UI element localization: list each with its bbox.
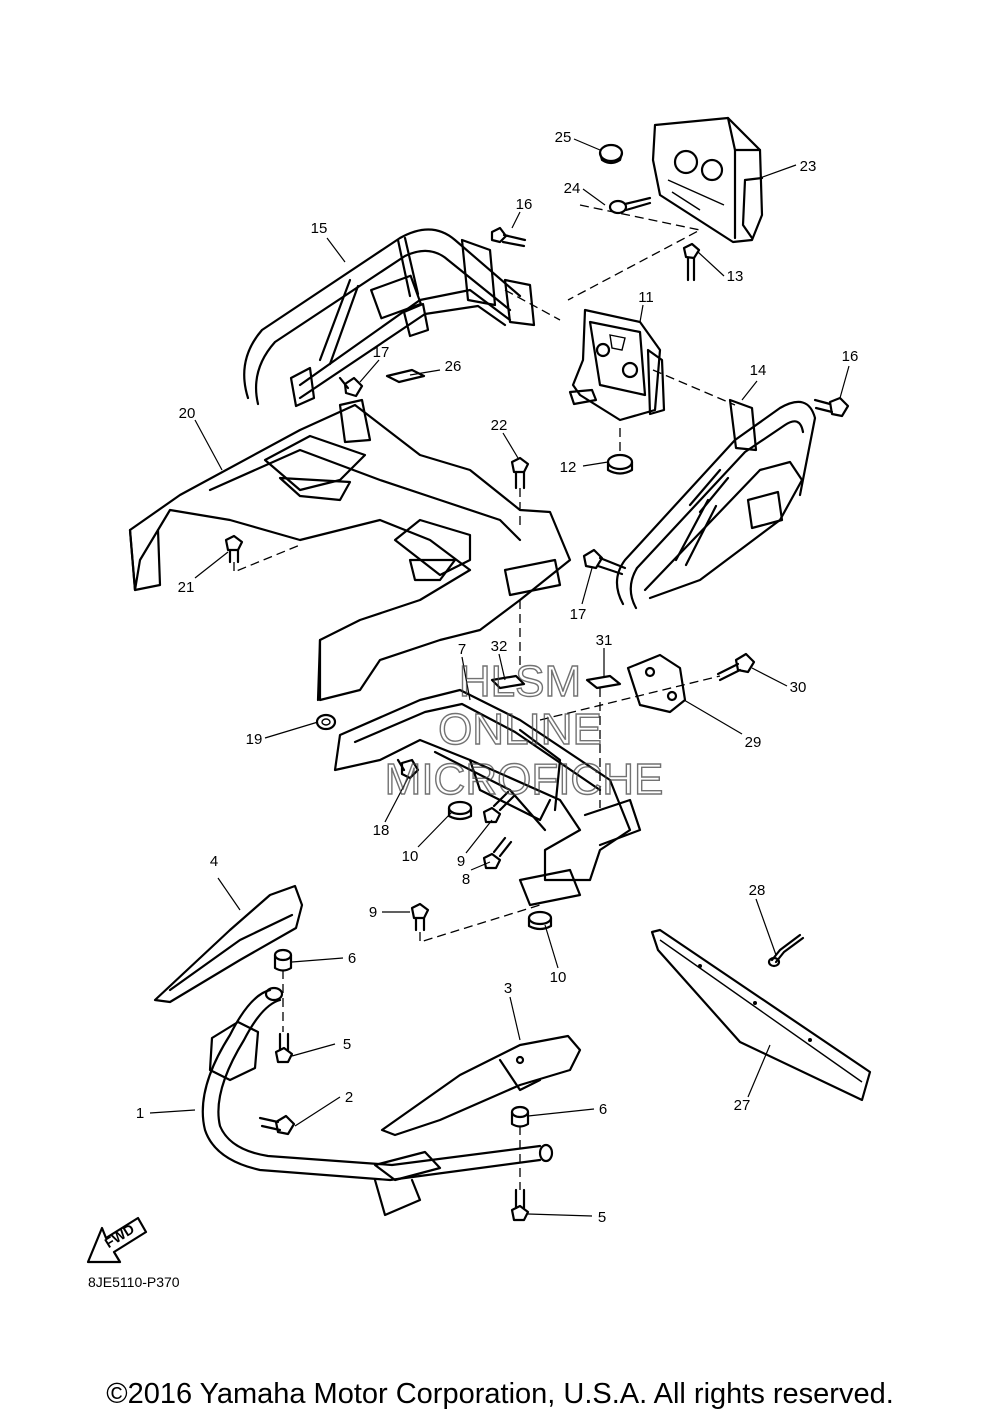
fwd-label: FWD <box>102 1221 138 1251</box>
assembly-lines <box>233 204 736 1190</box>
callout-21: 21 <box>178 579 195 596</box>
callout-23: 23 <box>800 158 817 175</box>
plate-part-27 <box>650 928 872 1102</box>
callout-9-upper: 9 <box>457 853 465 870</box>
label-part-26 <box>385 368 426 384</box>
bolt-part-17-left <box>338 376 364 398</box>
leader-lines <box>149 138 850 1217</box>
rear-cover-part-23 <box>651 116 764 244</box>
callout-10-lower: 10 <box>550 969 567 986</box>
callout-7: 7 <box>458 641 466 658</box>
callout-5-lower: 5 <box>598 1209 606 1226</box>
diagram-code: 8JE5110-P370 <box>88 1274 180 1290</box>
label-part-32 <box>490 674 526 690</box>
collar-part-6-lower <box>510 1105 530 1128</box>
callout-30: 30 <box>790 679 807 696</box>
callout-22: 22 <box>491 417 508 434</box>
watermark-line-2: ONLINE <box>438 705 602 754</box>
callout-32: 32 <box>491 638 508 655</box>
watermark-line-3: MICROFICHE <box>385 755 664 804</box>
callout-5-upper: 5 <box>343 1036 351 1053</box>
callout-1: 1 <box>136 1105 144 1122</box>
bolt-part-9-upper <box>482 790 516 824</box>
bolt-part-18 <box>396 758 420 780</box>
bracket-plate-part-11 <box>568 308 666 422</box>
callout-18: 18 <box>373 822 390 839</box>
callout-3: 3 <box>504 980 512 997</box>
fender-part-20 <box>128 398 572 702</box>
label-part-31 <box>585 674 622 690</box>
callout-31: 31 <box>596 632 613 649</box>
callout-13: 13 <box>727 268 744 285</box>
bracket-part-29 <box>626 653 687 714</box>
callout-9-lower: 9 <box>369 904 377 921</box>
bolt-part-22 <box>510 456 530 490</box>
callout-17-right: 17 <box>570 606 587 623</box>
callout-6-upper: 6 <box>348 950 356 967</box>
callout-17-left: 17 <box>373 344 390 361</box>
watermark: HLSM ONLINE MICROFICHE <box>384 656 664 804</box>
bolt-part-17-right <box>582 548 627 576</box>
callout-16-right: 16 <box>842 348 859 365</box>
callout-8: 8 <box>462 871 470 888</box>
collar-part-10-lower <box>527 910 553 931</box>
callout-16-upper: 16 <box>516 196 533 213</box>
callout-19: 19 <box>246 731 263 748</box>
bolt-part-2 <box>258 1114 296 1136</box>
rear-bar-left-part-15 <box>243 228 536 408</box>
cover-part-3 <box>380 1034 582 1137</box>
watermark-line-1: HLSM <box>459 657 581 706</box>
callout-10-upper: 10 <box>402 848 419 865</box>
callout-20: 20 <box>179 405 196 422</box>
bolt-part-13 <box>682 242 701 282</box>
fwd-arrow-icon: FWD <box>86 1216 148 1264</box>
sub-frame-part-7 <box>333 688 642 907</box>
callout-6-lower: 6 <box>599 1101 607 1118</box>
callout-labels: 1 2 3 4 5 5 6 6 7 8 9 9 10 10 11 12 13 1… <box>136 129 859 1226</box>
callout-24: 24 <box>564 180 581 197</box>
bolt-part-21 <box>224 534 244 564</box>
bolt-part-16-right <box>813 396 850 418</box>
bolt-part-5-upper <box>274 1032 294 1064</box>
collar-part-6-upper <box>273 948 293 972</box>
bolt-part-8 <box>482 836 513 870</box>
bumper-bar-part-1 <box>201 986 554 1217</box>
collar-part-19 <box>315 713 337 731</box>
callout-29: 29 <box>745 734 762 751</box>
callout-28: 28 <box>749 882 766 899</box>
rivet-part-28 <box>767 933 805 968</box>
callout-14: 14 <box>750 362 767 379</box>
bolt-part-16-upper <box>490 226 527 248</box>
bolt-part-9-lower <box>410 902 430 932</box>
bolt-part-30 <box>716 652 756 682</box>
callout-2: 2 <box>345 1089 353 1106</box>
cap-part-25 <box>598 143 624 165</box>
screw-part-24 <box>608 196 652 215</box>
callout-12: 12 <box>560 459 577 476</box>
callout-27: 27 <box>734 1097 751 1114</box>
callout-15: 15 <box>311 220 328 237</box>
collar-part-10-upper <box>447 800 473 821</box>
callout-25: 25 <box>555 129 572 146</box>
callout-4: 4 <box>210 853 218 870</box>
copyright-notice: ©2016 Yamaha Motor Corporation, U.S.A. A… <box>106 1378 894 1410</box>
cover-part-4 <box>153 884 304 1004</box>
callout-11: 11 <box>638 289 654 306</box>
bolt-part-5-lower <box>510 1188 530 1222</box>
callout-26: 26 <box>445 358 462 375</box>
rear-bar-right-part-14 <box>615 398 817 610</box>
nut-part-12 <box>606 453 634 475</box>
